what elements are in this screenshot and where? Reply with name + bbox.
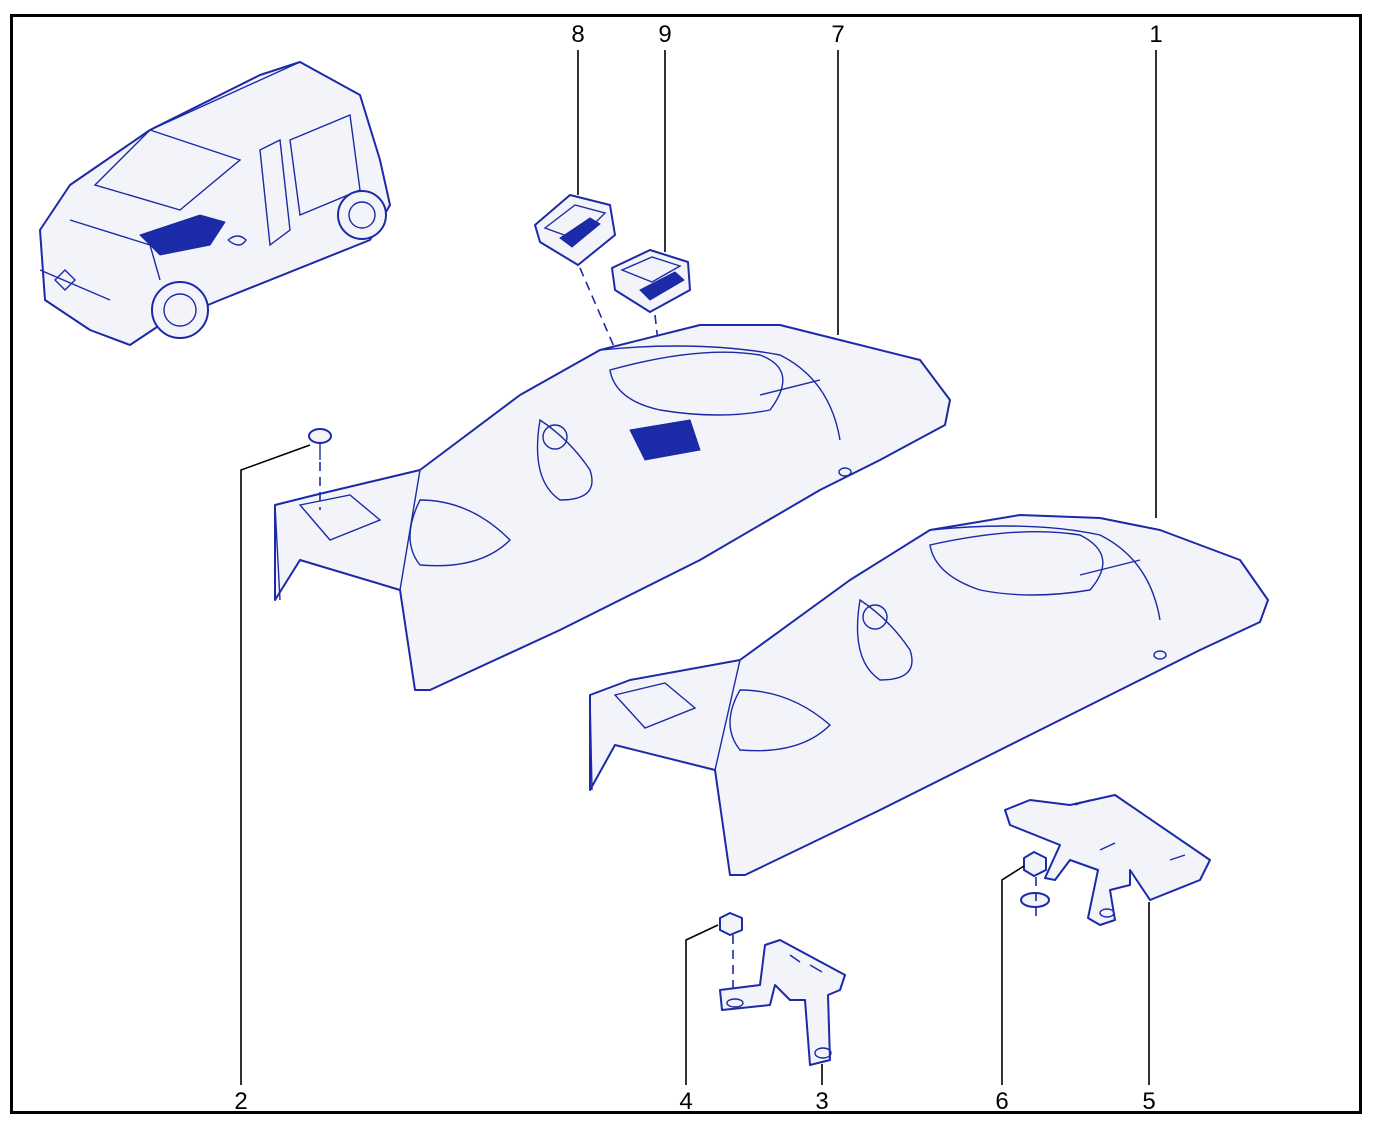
leader-2 <box>240 444 311 1085</box>
center-console-7 <box>274 324 951 691</box>
callout-4: 4 <box>679 1088 692 1115</box>
leader-lines <box>240 50 1157 1085</box>
callout-5: 5 <box>1142 1088 1155 1115</box>
callout-8: 8 <box>571 21 584 48</box>
bracket-3 <box>719 939 846 1066</box>
callout-1: 1 <box>1149 21 1162 48</box>
callout-6: 6 <box>995 1088 1008 1115</box>
callout-2: 2 <box>234 1088 247 1115</box>
callout-9: 9 <box>658 21 671 48</box>
nut-4 <box>719 912 743 1005</box>
screw-2 <box>308 428 332 510</box>
switch-module-9 <box>611 249 691 313</box>
nut-6 <box>1020 851 1050 920</box>
car-locator-icon <box>39 61 391 346</box>
callout-7: 7 <box>831 21 844 48</box>
center-console-1 <box>589 514 1269 876</box>
bracket-5 <box>1004 794 1211 926</box>
leader-6 <box>1001 865 1025 1085</box>
switch-module-8 <box>534 194 616 266</box>
leader-4 <box>685 924 719 1085</box>
callout-3: 3 <box>815 1088 828 1115</box>
